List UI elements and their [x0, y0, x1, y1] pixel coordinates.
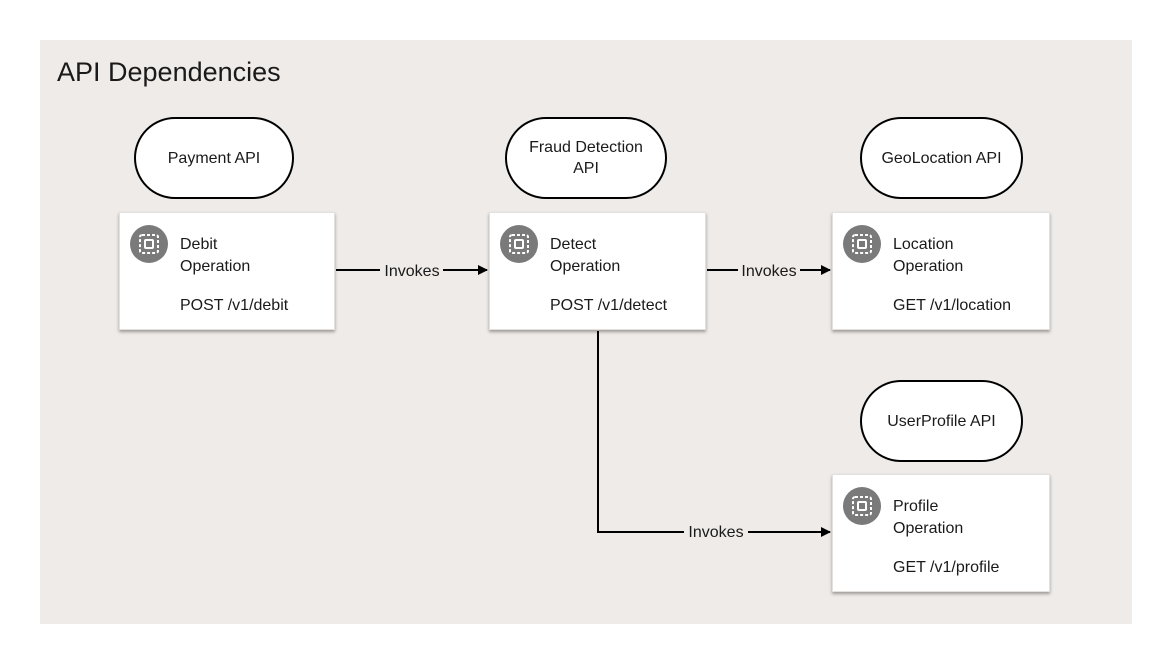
- operation-name: Location Operation: [893, 236, 964, 275]
- operation-icon: [843, 225, 881, 263]
- operation-card-debit[interactable]: Debit Operation POST /v1/debit: [119, 212, 335, 330]
- diagram-title: API Dependencies: [57, 57, 281, 87]
- edge-label: Invokes: [741, 263, 796, 280]
- operation-icon: [843, 487, 881, 525]
- operation-icon: [500, 225, 538, 263]
- operation-endpoint: GET /v1/profile: [893, 559, 1000, 576]
- api-userprofile[interactable]: UserProfile API: [860, 380, 1023, 462]
- operation-name: Detect Operation: [550, 236, 621, 275]
- edge-label: Invokes: [688, 524, 743, 541]
- edge-detect-to-profile: [597, 331, 684, 533]
- api-geolocation[interactable]: GeoLocation API: [860, 117, 1023, 199]
- operation-icon: [130, 225, 168, 263]
- operation-card-profile[interactable]: Profile Operation GET /v1/profile: [832, 474, 1050, 592]
- operation-endpoint: GET /v1/location: [893, 297, 1011, 314]
- api-fraud-detection[interactable]: Fraud Detection API: [505, 117, 667, 199]
- operation-endpoint: POST /v1/detect: [550, 297, 668, 314]
- operation-card-detect[interactable]: Detect Operation POST /v1/detect: [489, 212, 706, 330]
- operation-card-location[interactable]: Location Operation GET /v1/location: [832, 212, 1050, 330]
- api-payment[interactable]: Payment API: [134, 117, 294, 199]
- operation-endpoint: POST /v1/debit: [180, 297, 289, 314]
- operation-name: Profile Operation: [893, 498, 964, 537]
- operation-name: Debit Operation: [180, 236, 251, 275]
- edge-label: Invokes: [384, 263, 439, 280]
